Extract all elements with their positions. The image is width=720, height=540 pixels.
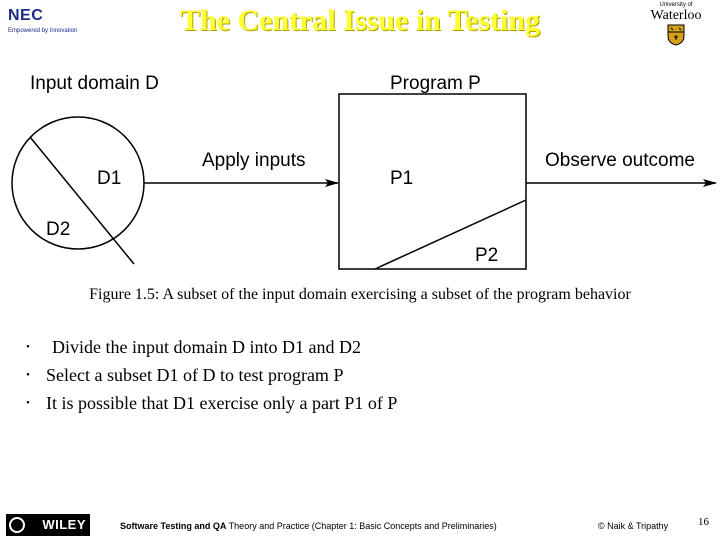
bullet-list: • Divide the input domain D into D1 and D…	[26, 336, 397, 420]
p2-label: P2	[475, 245, 498, 266]
d2-label: D2	[46, 219, 70, 240]
program-partition-line	[374, 199, 527, 270]
uw-logo-line1: University of	[659, 2, 693, 8]
program-box	[338, 93, 527, 270]
footer-book-title: Software Testing and QA Theory and Pract…	[120, 521, 497, 531]
nec-logo-word: NEC	[8, 7, 44, 24]
bullet-icon: •	[26, 341, 30, 353]
list-item: • Select a subset D1 of D to test program…	[26, 364, 397, 392]
wiley-logo-text: WILEY	[42, 517, 86, 532]
p1-label: P1	[390, 168, 413, 189]
apply-inputs-label: Apply inputs	[202, 150, 306, 171]
bullet-icon: •	[26, 369, 30, 381]
list-item: • Divide the input domain D into D1 and D…	[26, 336, 397, 364]
list-item: • It is possible that D1 exercise only a …	[26, 392, 397, 420]
observe-outcome-label: Observe outcome	[545, 150, 695, 171]
footer-book-title-rest: Theory and Practice (Chapter 1: Basic Co…	[226, 521, 497, 531]
d1-label: D1	[97, 168, 121, 189]
nec-logo-tagline: Empowered by Innovation	[8, 28, 78, 34]
wiley-logo: WILEY	[6, 514, 90, 536]
footer-copyright: © Naik & Tripathy	[598, 521, 669, 531]
bullet-text: Select a subset D1 of D to test program …	[46, 365, 344, 385]
bullet-text: It is possible that D1 exercise only a p…	[46, 393, 398, 413]
bullet-text: Divide the input domain D into D1 and D2	[52, 337, 361, 357]
footer-book-title-bold: Software Testing and QA	[120, 521, 227, 531]
wiley-badge-icon	[9, 517, 25, 533]
input-domain-circle	[11, 116, 145, 250]
slide-footer: WILEY Software Testing and QA Theory and…	[0, 510, 720, 540]
figure-caption: Figure 1.5: A subset of the input domain…	[89, 286, 631, 303]
uw-logo-line2: Waterloo	[650, 8, 702, 23]
page-number: 16	[698, 516, 709, 528]
domain-partition-line	[29, 136, 135, 265]
uw-crest-icon	[667, 24, 685, 46]
nec-logo: NEC Empowered by Innovation	[8, 8, 93, 42]
slide-title: The Central Issue in Testing	[179, 4, 541, 37]
bullet-icon: •	[26, 397, 30, 409]
testing-diagram: Input domain D Program P D1 D2 Apply inp…	[11, 73, 717, 270]
input-domain-label: Input domain D	[30, 73, 159, 94]
university-of-waterloo-logo: University of Waterloo	[636, 2, 716, 48]
program-label: Program P	[390, 73, 481, 94]
